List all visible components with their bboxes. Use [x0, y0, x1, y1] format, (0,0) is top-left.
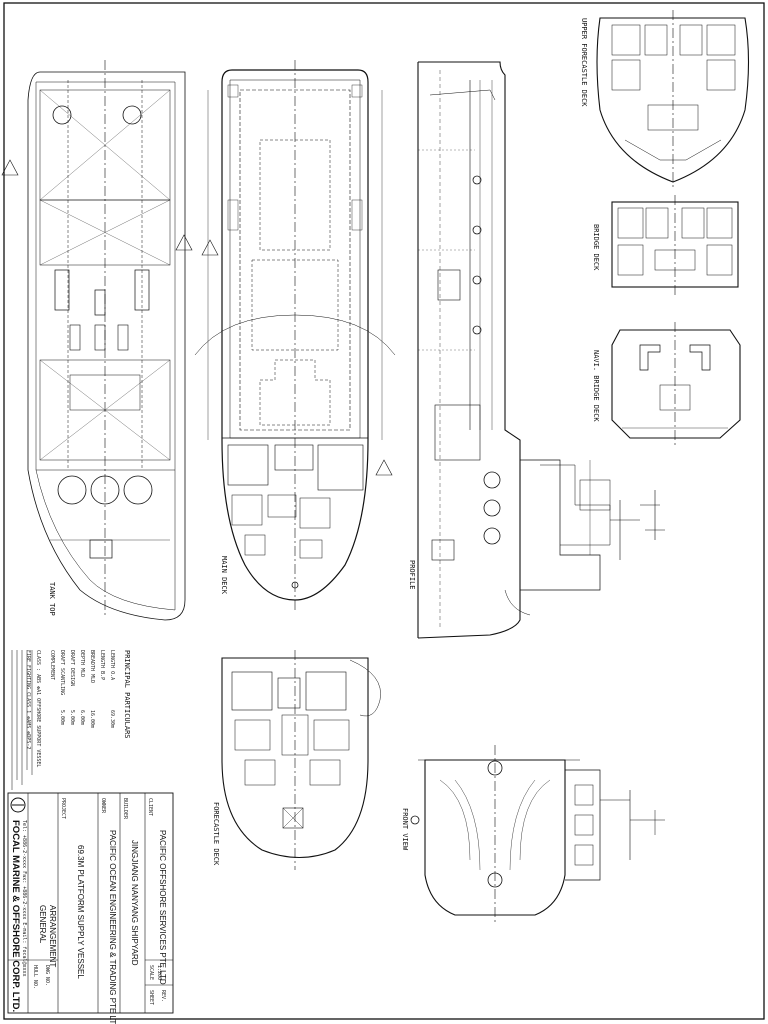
fire-note: FIRE FIGHTING CLASS 1 ✠AMS ✠DPS-2 — [25, 650, 31, 749]
client-label: CLIENT — [147, 798, 153, 816]
label-bridge-deck: BRIDGE DECK — [592, 224, 600, 271]
project-name: 69.3M PLATFORM SUPPLY VESSEL — [76, 845, 85, 979]
particular-label-1: LENGTH B.P — [99, 650, 105, 680]
label-tank-top: TANK TOP — [48, 582, 56, 616]
particular-value-2: 16.00m — [89, 710, 95, 728]
principal-particulars: PRINCIPAL PARTICULARS LENGTH O.A 69.30m … — [25, 650, 131, 767]
owner-label: OWNER — [100, 798, 106, 814]
scale-label: SCALE — [148, 965, 154, 980]
particulars-heading: PRINCIPAL PARTICULARS — [123, 650, 131, 739]
hull-no-label: HULL NO. — [32, 965, 38, 989]
navi-bridge-deck-plan — [611, 322, 741, 445]
drawing-frame — [3, 2, 765, 1020]
sheet-label: SHEET — [148, 990, 154, 1005]
scale-value: 1:200 — [156, 965, 162, 980]
owner-name: PACIFIC OCEAN ENGINEERING & TRADING PTE … — [108, 830, 117, 1024]
tank-top-plan — [1, 60, 193, 621]
particular-label-6: COMPLEMENT — [49, 650, 55, 680]
label-front-view: FRONT VIEW — [401, 808, 409, 851]
front-view — [410, 745, 665, 925]
particular-label-0: LENGTH O.A — [109, 650, 115, 680]
particular-label-2: BREADTH MLD — [89, 650, 95, 683]
project-label: PROJECT — [60, 798, 66, 819]
rev-label: REV. — [160, 990, 166, 1002]
label-main-deck: MAIN DECK — [220, 556, 228, 595]
particular-value-4: 5.00m — [69, 710, 75, 725]
particular-value-5: 5.00m — [59, 710, 65, 725]
general-notes — [11, 650, 33, 790]
builder-name: JINGJIANG NANYANG SHIPYARD — [130, 840, 139, 966]
class-note: CLASS : ABS ✠A1 OFFSHORE SUPPORT VESSEL — [35, 650, 41, 767]
particular-label-3: DEPTH MLD — [79, 650, 85, 677]
particular-value-3: 6.00m — [79, 710, 85, 725]
drawing-title-line-1: GENERAL — [38, 905, 47, 944]
client-name: PACIFIC OFFSHORE SERVICES PTE LTD — [158, 830, 167, 985]
label-upper-forecastle-deck: UPPER FORECASTLE DECK — [580, 18, 588, 107]
drawing-title-line-2: ARRANGEMENT — [48, 905, 57, 967]
bridge-deck-plan — [611, 195, 739, 295]
builder-label: BUILDER — [122, 798, 128, 820]
particular-label-4: DRAFT DESIGN — [69, 650, 75, 686]
forecastle-deck-plan — [221, 650, 381, 870]
label-profile: PROFILE — [408, 560, 416, 590]
particular-value-0: 69.30m — [109, 710, 115, 728]
particular-label-5: DRAFT SCANTLING — [59, 650, 65, 695]
title-block — [7, 792, 174, 1014]
company-address: Tel: +886-2-xxxx Fax: +886-2-xxxx E-mail… — [21, 820, 27, 977]
main-deck-plan — [194, 60, 396, 610]
dwg-no-label: DWG NO. — [44, 965, 50, 986]
label-forecastle-deck: FORECASTLE DECK — [212, 802, 220, 866]
profile-elevation — [417, 61, 665, 639]
company-name: FOCAL MARINE & OFFSHORE CORP. LTD. — [10, 820, 21, 1012]
company-logo-icon — [10, 797, 26, 813]
label-navi-bridge-deck: NAVI. BRIDGE DECK — [592, 350, 600, 422]
upper-forecastle-deck-plan — [596, 10, 750, 190]
